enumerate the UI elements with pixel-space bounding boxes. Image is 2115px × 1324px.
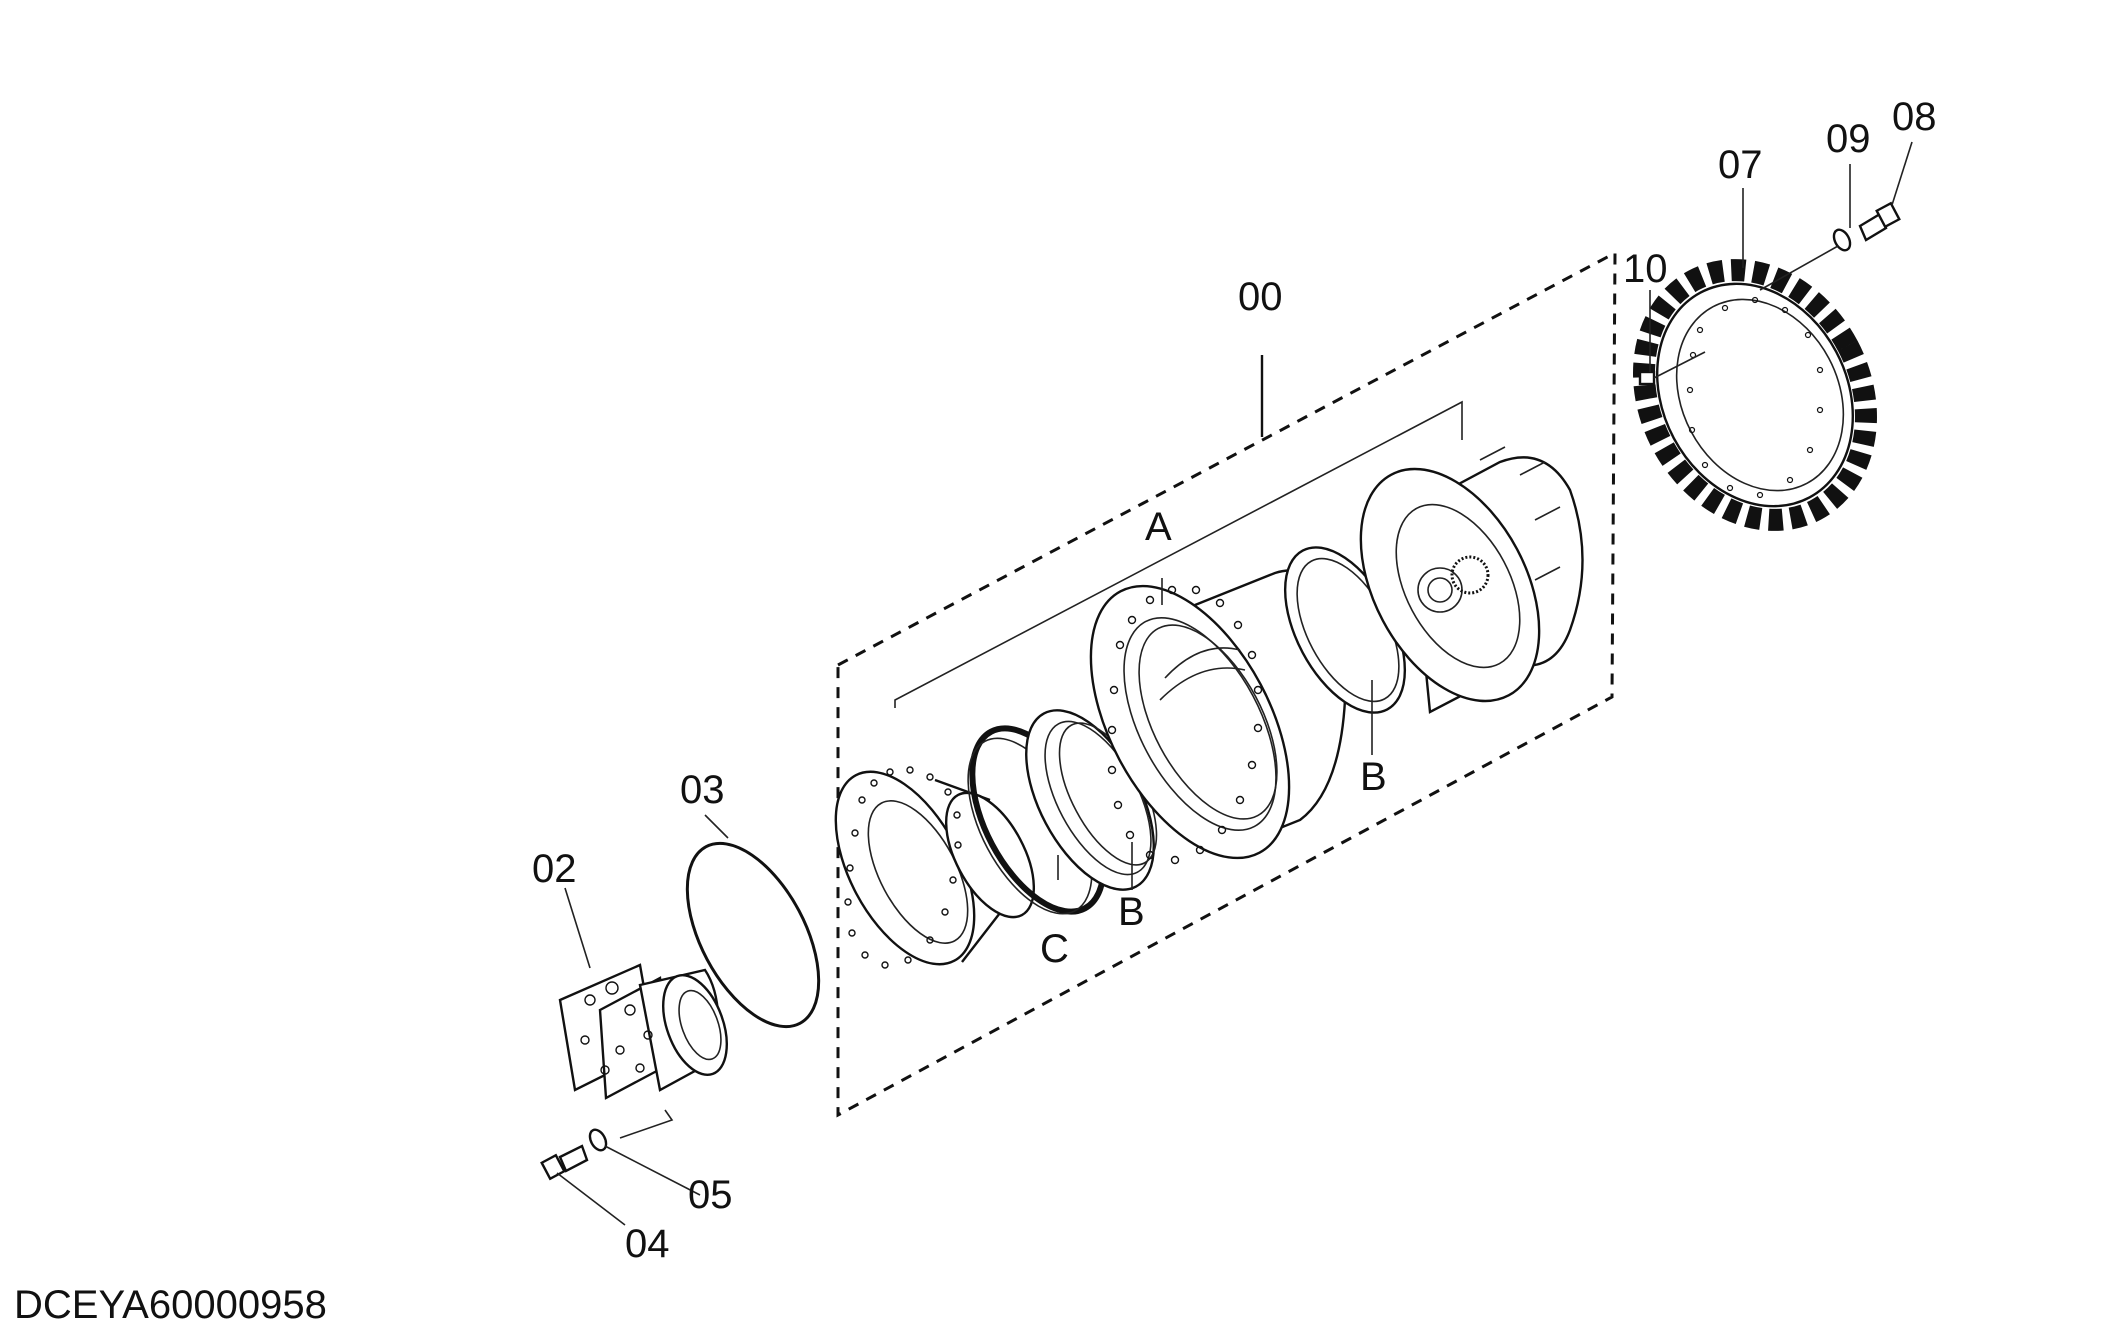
travel-motor-part <box>558 963 728 1139</box>
drawing-id: DCEYA60000958 <box>14 1283 327 1324</box>
assembly-boundary <box>836 250 1617 1118</box>
callout-08: 08 <box>1892 95 1937 139</box>
callout-b-right: B <box>1360 755 1387 799</box>
callout-c: C <box>1040 927 1069 971</box>
flange-ring-part <box>834 766 1036 969</box>
callout-b-left: B <box>1118 890 1145 934</box>
callout-05: 05 <box>688 1173 733 1217</box>
callout-00: 00 <box>1238 275 1283 319</box>
callout-10: 10 <box>1623 247 1668 291</box>
sprocket-part <box>1633 259 1877 531</box>
callout-09: 09 <box>1826 117 1871 161</box>
callout-07: 07 <box>1718 143 1763 187</box>
leader-lines <box>556 141 1913 1226</box>
o-ring-part <box>685 841 821 1029</box>
lower-bolt-washer-part <box>540 1128 608 1181</box>
housing-a-part <box>1089 569 1347 865</box>
callout-03: 03 <box>680 768 725 812</box>
gear-cover-part <box>1359 446 1584 714</box>
callout-04: 04 <box>625 1222 670 1266</box>
upper-bolt-washer-part <box>1759 201 1901 291</box>
callout-a: A <box>1145 505 1172 549</box>
pin-part <box>1638 351 1706 386</box>
callout-02: 02 <box>532 847 577 891</box>
callout-labels: 00 02 03 04 05 07 08 09 10 A B B C <box>532 95 1937 1266</box>
